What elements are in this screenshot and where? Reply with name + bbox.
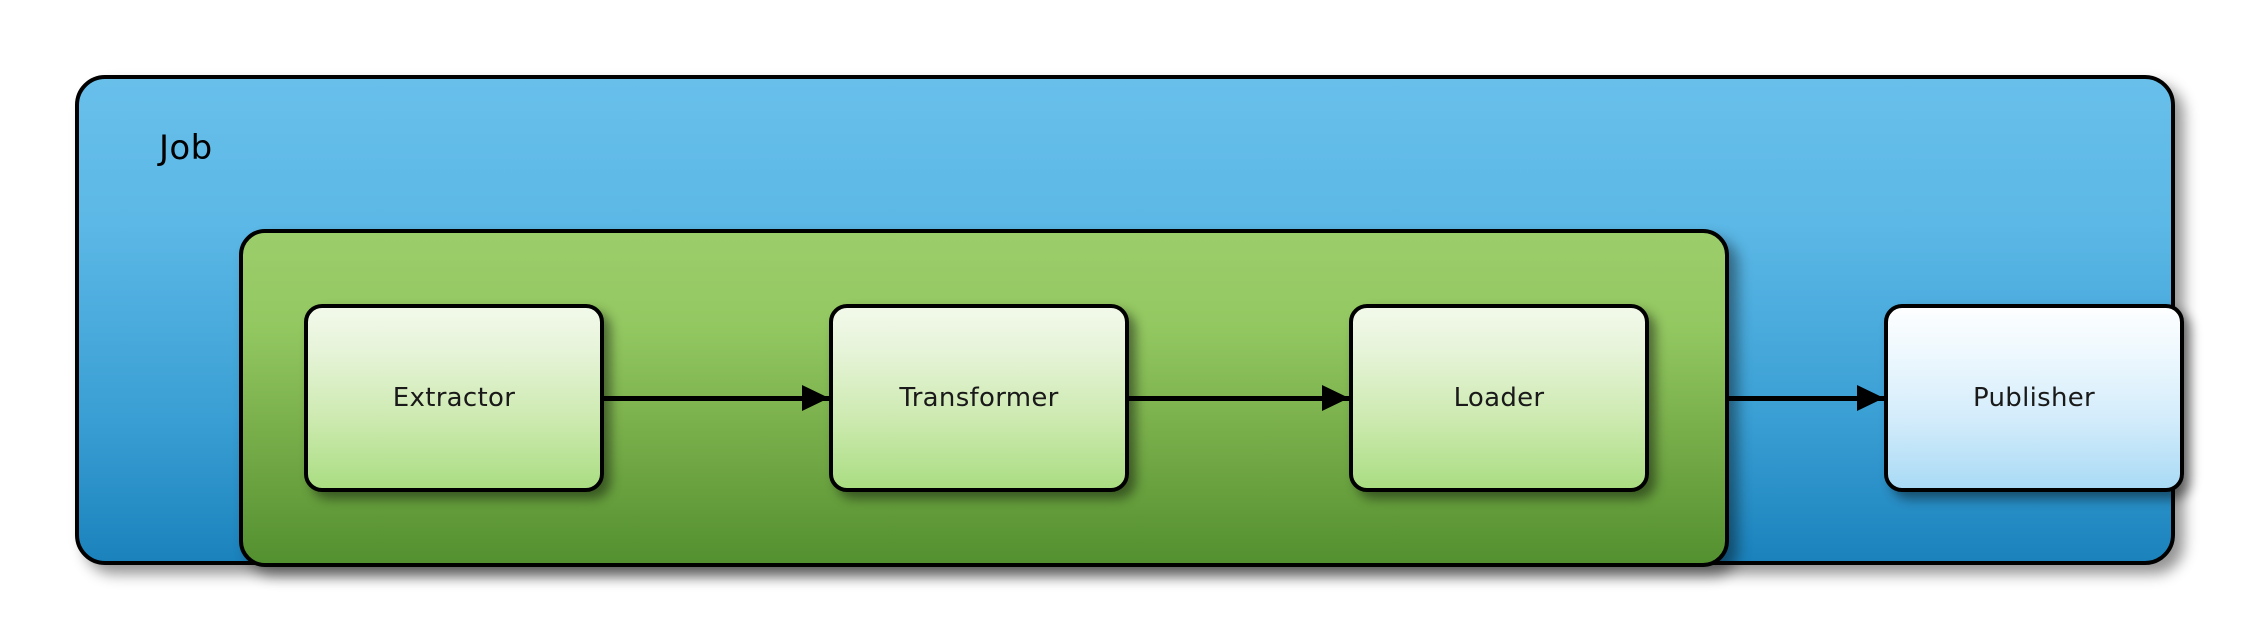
arrowhead-icon (1322, 385, 1349, 411)
node-extractor[interactable]: Extractor (304, 304, 604, 492)
node-transformer[interactable]: Transformer (829, 304, 1129, 492)
arrow-extractor-to-transformer (604, 385, 829, 411)
arrow-shaft (1725, 396, 1884, 401)
node-publisher-label: Publisher (1972, 383, 2096, 413)
arrowhead-icon (802, 385, 829, 411)
node-publisher[interactable]: Publisher (1884, 304, 2184, 492)
node-extractor-label: Extractor (392, 383, 516, 413)
arrow-shaft (1129, 396, 1349, 401)
job-container-label: Job (159, 128, 213, 168)
arrow-loader-to-publisher (1725, 385, 1884, 411)
arrowhead-icon (1857, 385, 1884, 411)
job-container[interactable]: Job Task Extractor Transformer Loader Pu… (75, 75, 2184, 567)
node-loader-label: Loader (1453, 383, 1545, 413)
node-transformer-label: Transformer (899, 383, 1059, 413)
node-loader[interactable]: Loader (1349, 304, 1649, 492)
arrow-transformer-to-loader (1129, 385, 1349, 411)
arrow-shaft (604, 396, 829, 401)
